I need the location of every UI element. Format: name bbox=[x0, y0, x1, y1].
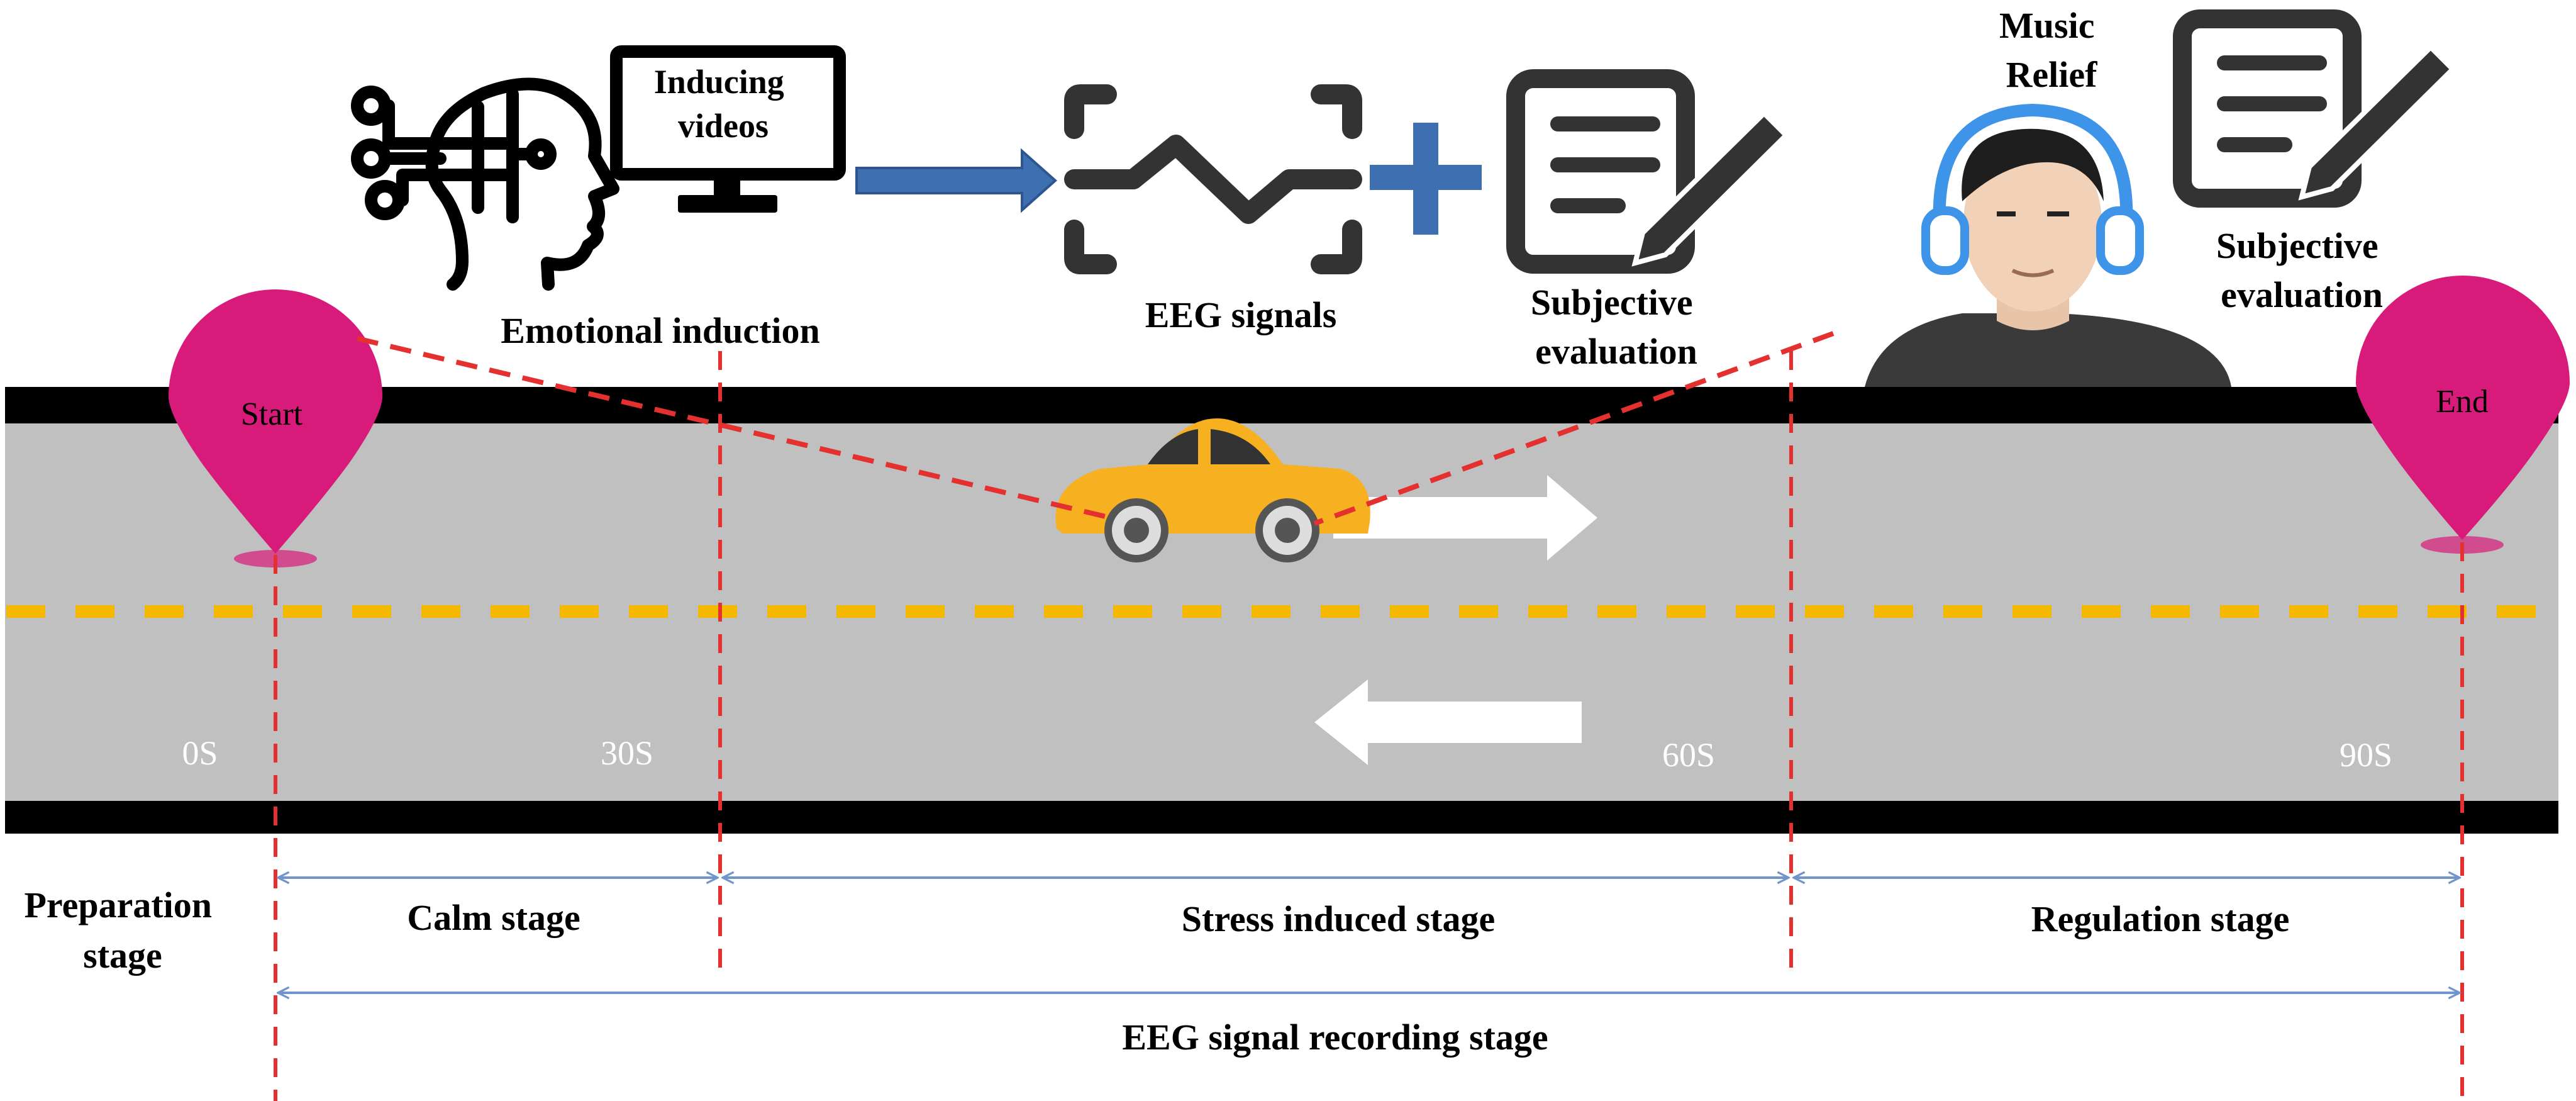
document-pencil-icon bbox=[2173, 9, 2457, 208]
document-pencil-icon bbox=[1506, 69, 1790, 274]
start-label: Start bbox=[241, 396, 303, 432]
road bbox=[5, 387, 2558, 834]
forward-arrow-icon bbox=[1333, 475, 1597, 561]
end-label: End bbox=[2436, 384, 2489, 420]
time-label-30s: 30S bbox=[601, 734, 653, 772]
end-pin: End bbox=[2356, 276, 2570, 554]
music-relief-label: Music Relief bbox=[1999, 5, 2104, 95]
car-icon bbox=[1055, 418, 1370, 562]
emotional-induction-label: Emotional induction bbox=[501, 310, 820, 351]
brain-head-icon bbox=[351, 77, 619, 291]
time-label-0s: 0S bbox=[182, 734, 218, 772]
inducing-videos-label: Inducing videos bbox=[654, 63, 793, 145]
road-top-edge bbox=[5, 387, 2558, 423]
regulation-stage-label: Regulation stage bbox=[2031, 898, 2290, 939]
preparation-stage-label: Preparation stage bbox=[24, 885, 221, 976]
road-bottom-edge bbox=[5, 801, 2558, 834]
zoom-lines bbox=[357, 331, 1835, 526]
person-headphones-icon bbox=[1865, 103, 2231, 387]
stage-markers bbox=[274, 351, 2464, 1101]
stress-stage-label: Stress induced stage bbox=[1182, 898, 1495, 939]
location-pin-icon bbox=[169, 289, 382, 554]
location-pin-icon bbox=[2356, 276, 2570, 540]
plus-icon bbox=[1370, 123, 1482, 235]
monitor-icon bbox=[610, 45, 846, 213]
eeg-signals-label: EEG signals bbox=[1145, 294, 1337, 335]
recording-stage-label: EEG signal recording stage bbox=[1122, 1017, 1548, 1058]
time-label-60s: 60S bbox=[1662, 736, 1715, 774]
backward-arrow-icon bbox=[1314, 679, 1582, 765]
time-label-90s: 90S bbox=[2340, 736, 2392, 774]
flow-arrow-icon bbox=[855, 148, 1058, 213]
eeg-wave-icon bbox=[1064, 84, 1362, 274]
subjective-evaluation-label-2: Subjective evaluation bbox=[2216, 225, 2387, 315]
subjective-evaluation-label-1: Subjective evaluation bbox=[1531, 282, 1702, 372]
calm-stage-label: Calm stage bbox=[407, 897, 580, 938]
stage-spans bbox=[278, 878, 2460, 993]
